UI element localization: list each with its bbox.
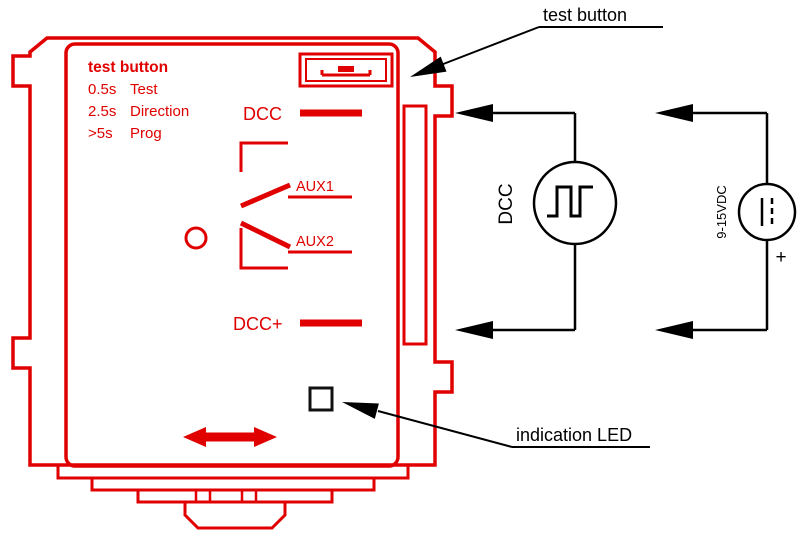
aux1-label: AUX1 xyxy=(296,179,334,195)
annotation-indication-led: indication LED xyxy=(342,402,650,448)
aux-bottom-bracket xyxy=(239,228,288,270)
power-source: 9-15VDC + xyxy=(714,182,797,268)
side-slot xyxy=(402,104,428,346)
aux-top-bracket xyxy=(239,141,288,172)
annotation-test-button: test button xyxy=(410,5,663,77)
power-source-circle xyxy=(737,182,797,242)
arrow-dcc-top xyxy=(455,104,493,122)
aux1-contact-blade xyxy=(240,182,291,209)
timing-2-time: >5s xyxy=(88,125,113,142)
test-button-actuator xyxy=(338,66,354,72)
indication-led-annotation-label: indication LED xyxy=(516,425,632,445)
timing-1-time: 2.5s xyxy=(88,103,116,120)
timing-0-action: Test xyxy=(130,81,158,98)
arrow-dcc-bottom xyxy=(455,321,493,339)
square-wave-icon xyxy=(547,185,593,218)
indication-led-annotation-arrowhead xyxy=(342,402,379,419)
aux2-label: AUX2 xyxy=(296,234,334,250)
timing-1-action: Direction xyxy=(130,103,189,120)
mount-hole xyxy=(184,226,208,250)
dcc-source-label: DCC xyxy=(496,183,517,224)
indication-led-annotation-leader xyxy=(377,410,513,448)
dcc-source-circle xyxy=(532,160,618,246)
direction-arrow-icon xyxy=(183,427,277,447)
aux2-contact-blade xyxy=(239,220,292,250)
test-button-annotation-label: test button xyxy=(543,5,627,25)
test-button-inner-frame xyxy=(305,58,387,82)
test-button-annotation-arrowhead xyxy=(410,56,447,77)
device: test button 0.5s Test 2.5s Direction >5s… xyxy=(11,36,454,530)
device-heading: test button xyxy=(88,59,168,76)
din-clip-hole-left xyxy=(194,488,212,504)
terminal-dcc-label: DCC xyxy=(243,104,282,124)
direction-arrow-head-left xyxy=(183,427,206,447)
power-polarity-label: + xyxy=(775,247,786,268)
arrow-power-top xyxy=(655,104,693,122)
din-base-inner xyxy=(90,476,376,492)
arrow-power-bottom xyxy=(655,321,693,339)
wiring: DCC 9-15VDC + xyxy=(455,104,797,339)
din-clip-bar xyxy=(136,488,334,504)
timing-2-action: Prog xyxy=(130,125,162,142)
direction-arrow-head-right xyxy=(254,427,277,447)
din-clip-hole-right xyxy=(240,488,258,504)
power-source-label: 9-15VDC xyxy=(714,185,729,238)
test-button-outer-frame xyxy=(298,52,394,88)
terminal-dcc-plus-label: DCC+ xyxy=(233,314,283,334)
test-button-symbol xyxy=(298,52,394,88)
dcc-source: DCC xyxy=(496,160,618,246)
device-outline xyxy=(11,36,454,467)
test-button-annotation-leader xyxy=(441,26,540,66)
indication-led-square xyxy=(308,386,334,412)
din-clip xyxy=(183,500,287,530)
timing-0-time: 0.5s xyxy=(88,81,116,98)
